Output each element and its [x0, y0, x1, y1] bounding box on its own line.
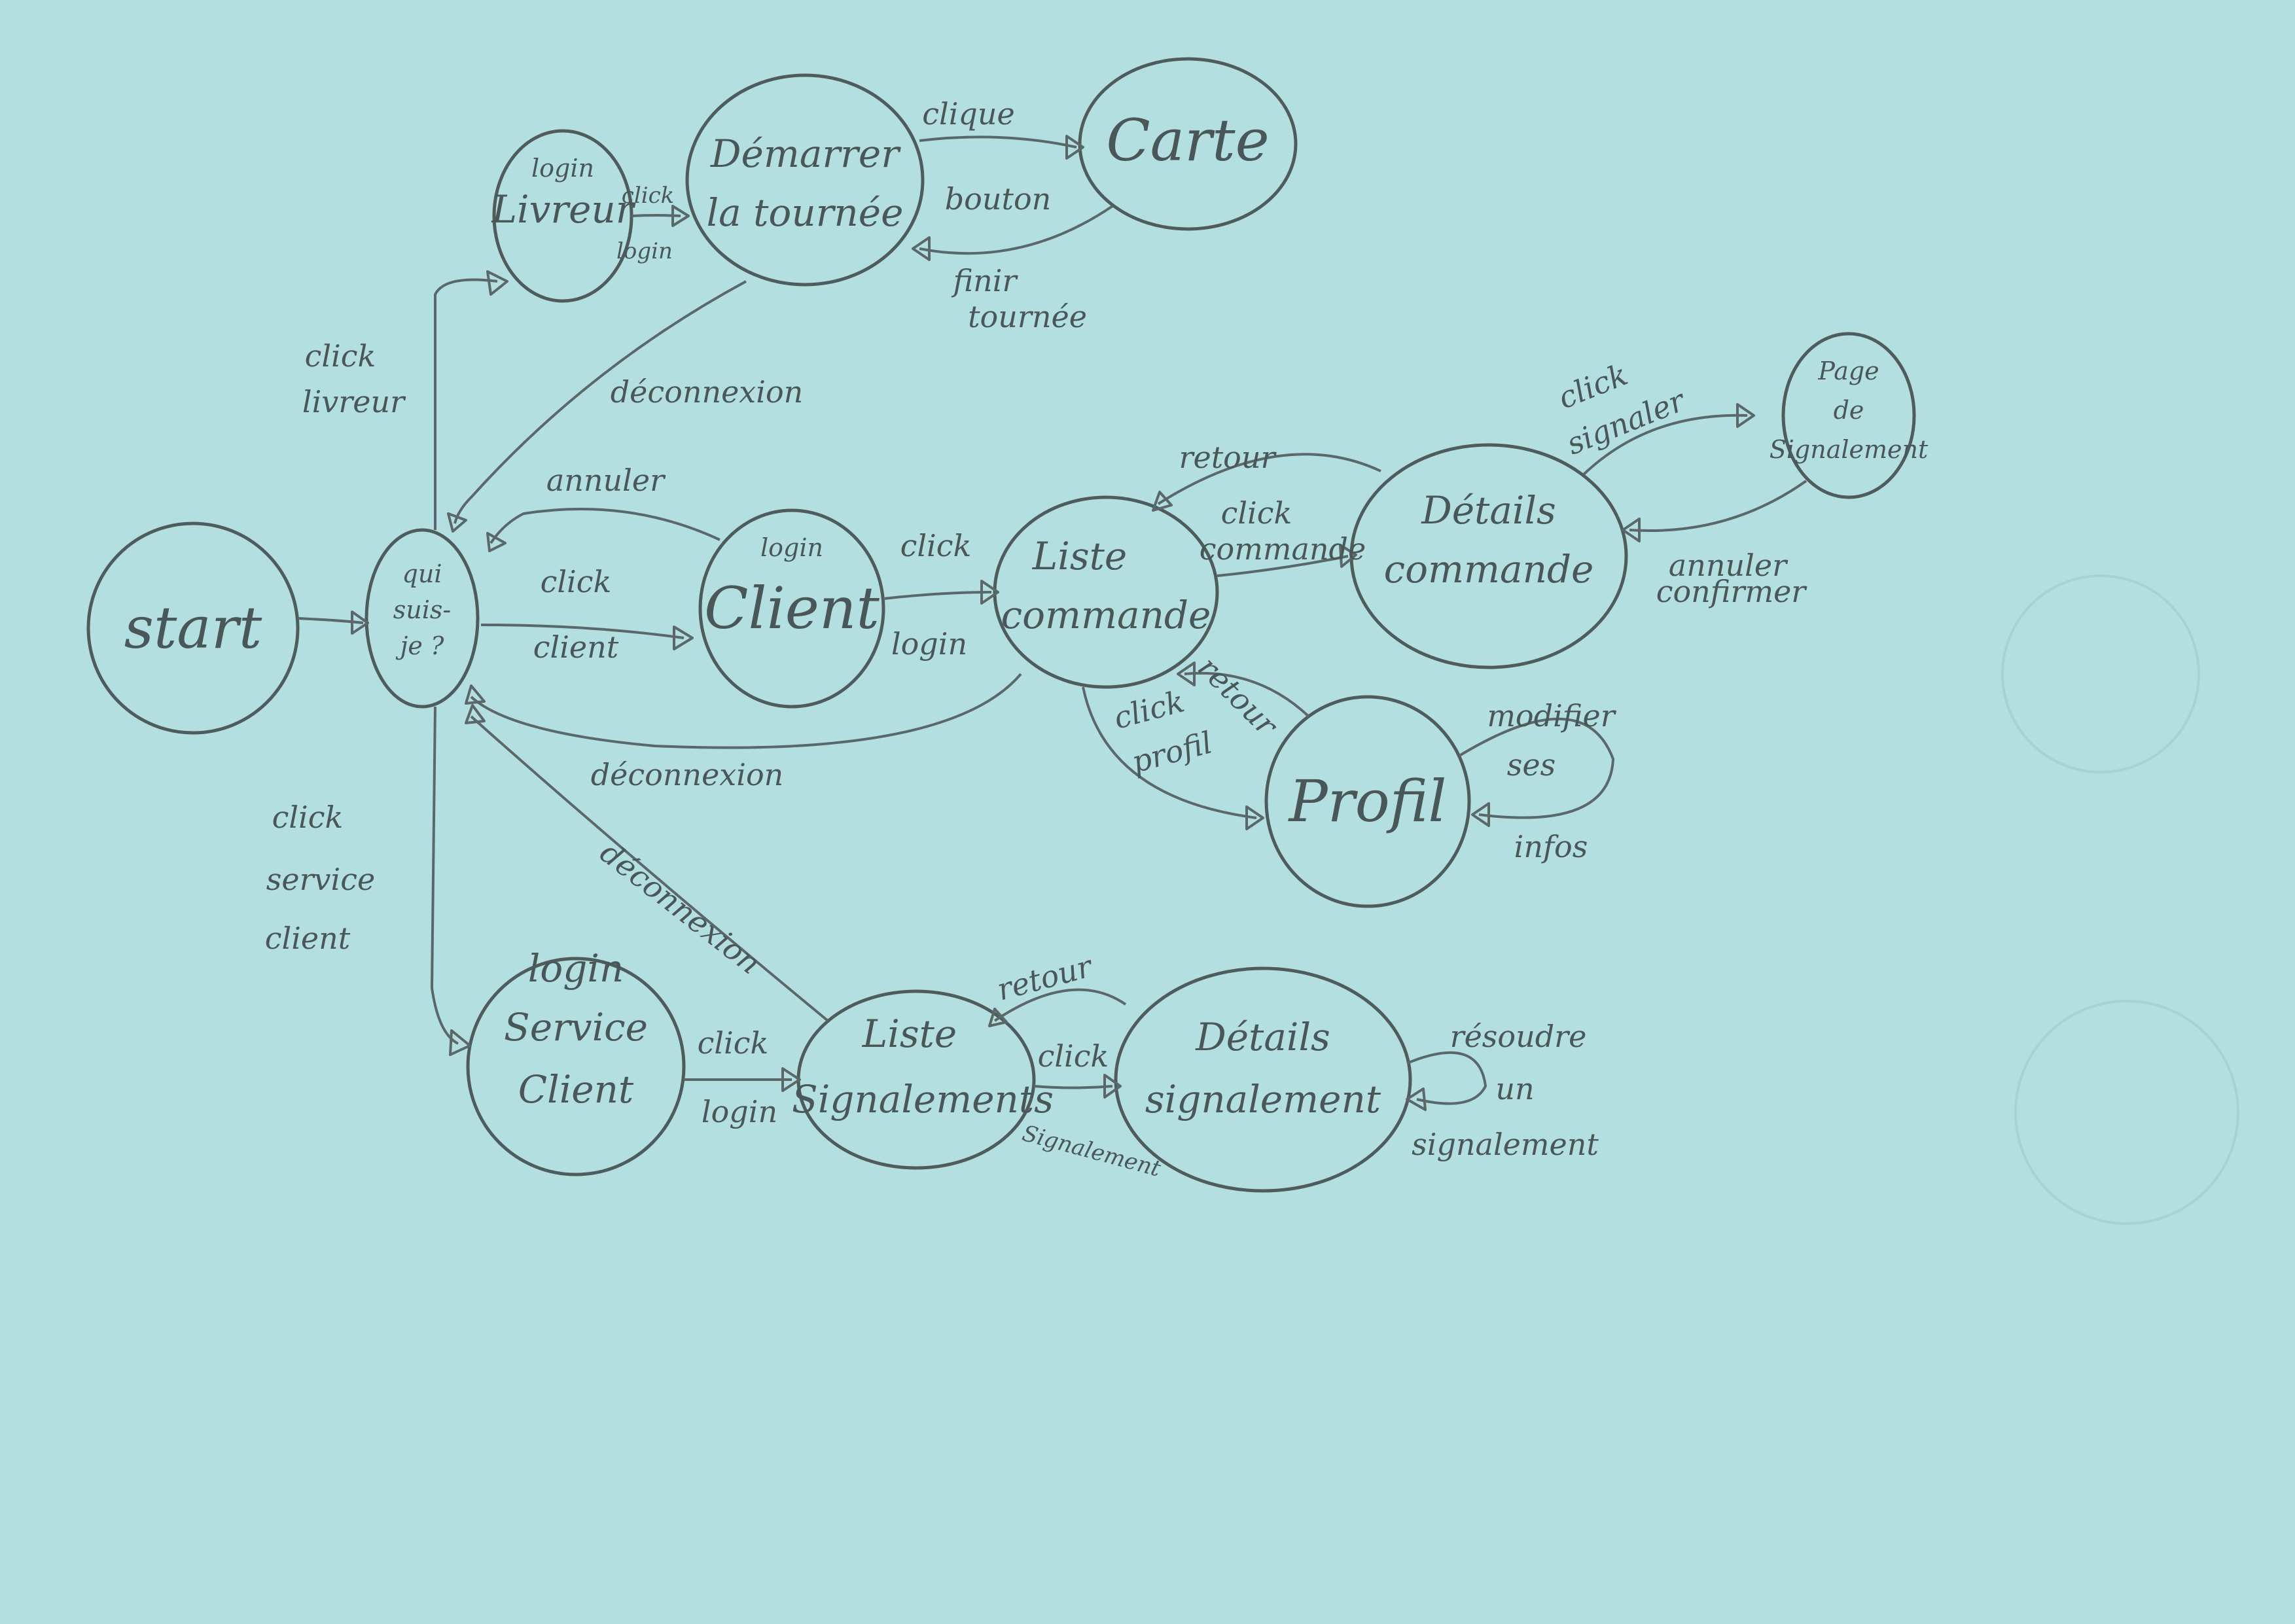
- svg-text:Détails: Détails: [1421, 488, 1556, 533]
- node-login-service-client: login Service Client: [466, 946, 686, 1176]
- edge-login-livreur-to-demarrer: click login: [616, 183, 690, 264]
- svg-text:start: start: [124, 594, 262, 662]
- svg-text:Liste: Liste: [862, 1012, 957, 1056]
- svg-text:commande: commande: [1384, 547, 1594, 591]
- svg-text:Détails: Détails: [1195, 1015, 1330, 1059]
- svg-text:Client: Client: [704, 574, 880, 642]
- svg-text:Service: Service: [504, 1005, 648, 1050]
- svg-text:click: click: [1110, 683, 1188, 735]
- svg-text:suis-: suis-: [393, 595, 451, 624]
- svg-text:déconnexion: déconnexion: [611, 374, 804, 410]
- svg-text:je ?: je ?: [396, 631, 444, 660]
- node-details-signalement: Détails signalement: [1114, 966, 1412, 1193]
- edge-login-client-to-liste-commande: click login: [883, 528, 999, 662]
- svg-text:profil: profil: [1128, 724, 1216, 779]
- svg-text:commande: commande: [1001, 593, 1211, 637]
- svg-text:modifier: modifier: [1487, 698, 1616, 733]
- svg-text:client: client: [533, 629, 619, 665]
- svg-text:click: click: [541, 564, 612, 599]
- svg-text:retour: retour: [1179, 440, 1277, 475]
- svg-text:login: login: [702, 1094, 777, 1129]
- edge-retour-signalement: retour: [988, 948, 1127, 1027]
- svg-text:ses: ses: [1507, 747, 1556, 783]
- svg-text:Page: Page: [1817, 357, 1879, 385]
- svg-text:livreur: livreur: [302, 384, 406, 419]
- edge-modifier-ses-infos: modifier ses infos: [1458, 698, 1617, 864]
- edge-start-to-qui-suis-je: [297, 610, 369, 635]
- edge-annuler-confirmer: annuler confirmer: [1622, 480, 1808, 609]
- node-profil: Profil: [1264, 695, 1471, 908]
- svg-text:click: click: [622, 183, 674, 209]
- svg-text:login: login: [760, 533, 823, 562]
- svg-text:infos: infos: [1514, 829, 1588, 864]
- svg-text:la tournée: la tournée: [707, 190, 904, 235]
- edge-retour-commande: retour: [1152, 440, 1381, 512]
- svg-text:client: client: [265, 921, 351, 956]
- svg-text:click: click: [305, 338, 376, 374]
- node-login-client: login Client: [698, 508, 885, 709]
- paper-show-through: [2001, 574, 2239, 1225]
- svg-text:Signalement: Signalement: [1770, 435, 1929, 464]
- svg-text:login: login: [616, 238, 673, 264]
- svg-text:finir: finir: [951, 263, 1018, 298]
- node-page-signalement: Page de Signalement: [1770, 332, 1929, 499]
- svg-text:Liste: Liste: [1032, 534, 1127, 578]
- edge-click-client: click client: [480, 564, 694, 665]
- edge-click-signaler: click signaler: [1553, 357, 1755, 476]
- node-carte: Carte: [1078, 57, 1298, 231]
- node-liste-signalements: Liste Signalements: [792, 989, 1054, 1170]
- svg-text:déconnexion: déconnexion: [591, 757, 784, 792]
- svg-text:login: login: [891, 626, 967, 662]
- svg-text:Client: Client: [518, 1067, 634, 1112]
- svg-text:login: login: [528, 946, 624, 991]
- node-qui-suis-je: qui suis- je ?: [365, 528, 480, 709]
- svg-text:annuler: annuler: [546, 463, 666, 498]
- svg-text:confirmer: confirmer: [1656, 574, 1808, 609]
- edge-click-livreur: click livreur: [302, 270, 508, 530]
- svg-text:un: un: [1495, 1071, 1534, 1106]
- svg-text:login: login: [531, 154, 594, 183]
- edge-deconnexion-client: déconnexion: [465, 673, 1022, 792]
- svg-text:click: click: [272, 800, 344, 835]
- edge-resoudre-un-signalement: résoudre un signalement: [1406, 1019, 1599, 1162]
- svg-text:de: de: [1834, 396, 1864, 425]
- svg-text:retour: retour: [993, 948, 1097, 1008]
- svg-text:Signalement: Signalement: [1020, 1120, 1164, 1182]
- svg-text:bouton: bouton: [945, 181, 1052, 217]
- svg-text:Carte: Carte: [1106, 107, 1269, 174]
- svg-text:qui: qui: [402, 559, 442, 588]
- edge-deconnexion-livreur: déconnexion: [447, 280, 804, 533]
- node-login-livreur: login Livreur: [491, 129, 636, 303]
- svg-text:service: service: [266, 862, 376, 897]
- edge-clique-bouton: clique bouton: [919, 96, 1084, 217]
- svg-text:click: click: [698, 1025, 769, 1061]
- svg-text:annuler: annuler: [1669, 548, 1788, 583]
- svg-text:Signalements: Signalements: [792, 1077, 1054, 1121]
- svg-text:click: click: [1038, 1038, 1109, 1074]
- svg-text:commande: commande: [1200, 531, 1366, 567]
- node-liste-commande: Liste commande: [993, 495, 1219, 689]
- node-details-commande: Détails commande: [1349, 443, 1628, 669]
- svg-text:click: click: [900, 528, 972, 563]
- svg-text:click: click: [1221, 495, 1292, 531]
- edge-finir-tournee: finir tournée: [912, 205, 1114, 334]
- svg-text:signalement: signalement: [1145, 1077, 1381, 1121]
- edge-click-commande: click commande: [1200, 495, 1366, 577]
- svg-text:Démarrer: Démarrer: [710, 132, 901, 176]
- node-demarrer-tournee: Démarrer la tournée: [685, 73, 925, 287]
- edge-click-service-client: click service client: [265, 706, 471, 1056]
- node-start: start: [86, 521, 300, 735]
- svg-text:Profil: Profil: [1287, 768, 1446, 835]
- svg-text:signalement: signalement: [1412, 1127, 1599, 1162]
- svg-text:tournée: tournée: [968, 299, 1087, 334]
- edge-login-service-client-to-liste-signalements: click login: [684, 1025, 801, 1129]
- svg-text:Livreur: Livreur: [491, 187, 636, 232]
- svg-text:résoudre: résoudre: [1450, 1019, 1587, 1054]
- svg-text:clique: clique: [922, 96, 1014, 132]
- edge-annuler: annuler: [486, 463, 721, 552]
